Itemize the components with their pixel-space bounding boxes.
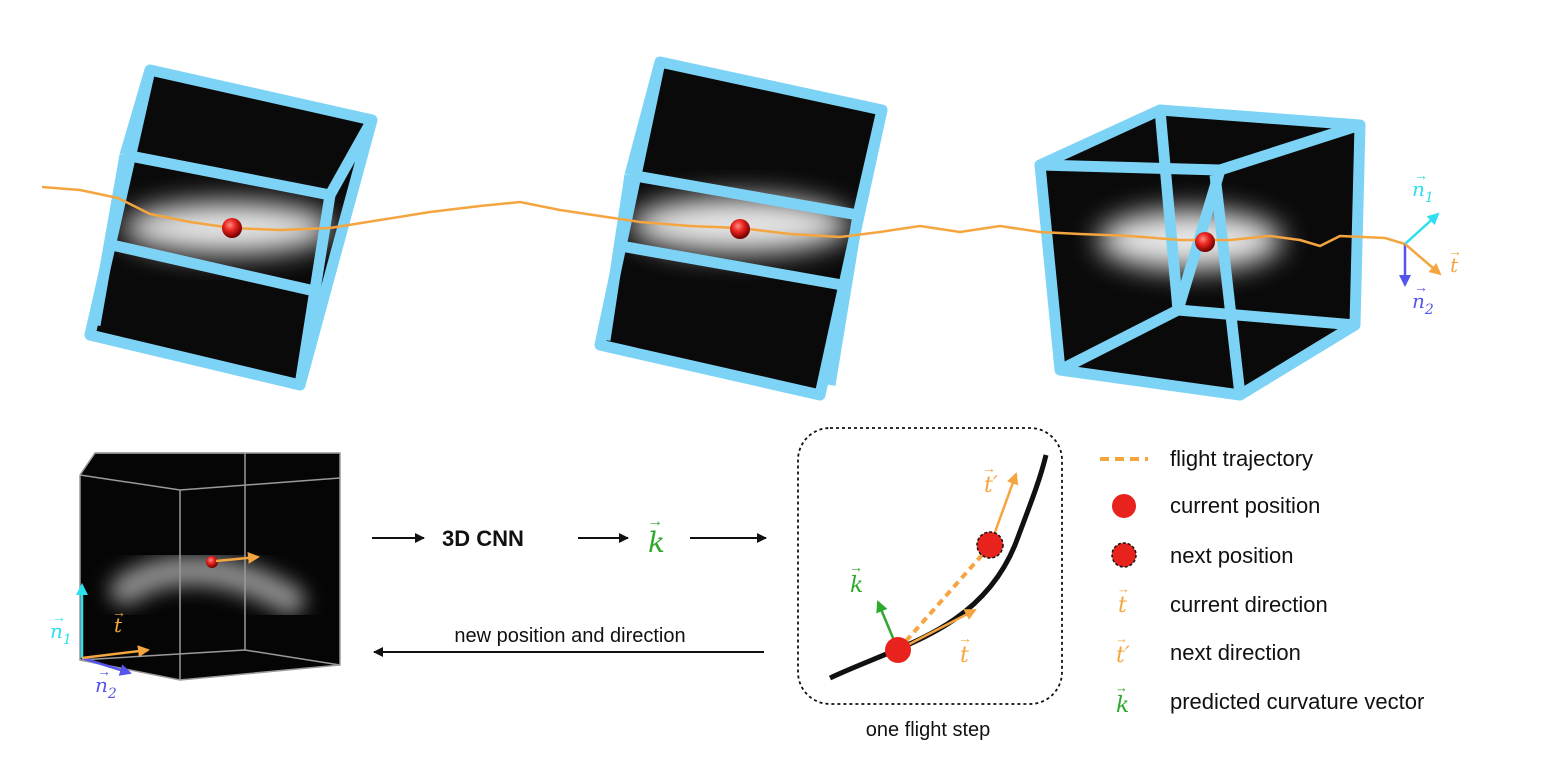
small-t-vec-mark: → [112,604,126,620]
top-row: n1 → n2 → t → [41,56,1462,401]
input-direction-arrow [215,551,260,564]
n2-vec-mark: → [1414,279,1428,295]
legend-label: predicted curvature vector [1170,689,1424,714]
pipeline-k-vec-mark: → [647,513,663,530]
pipeline-k-symbol: k [648,526,665,559]
legend-dot-symbol [1112,494,1136,518]
step-trajectory-dashed [896,544,992,652]
legend-item-next-direction: t′ → next direction [1115,631,1301,668]
small-n1-vec-mark: → [52,609,66,625]
n1-axis-arrow [1404,212,1440,245]
legend-t-symbol: t [1118,593,1127,618]
step-t-label: t [960,643,969,668]
legend-item-current-position: current position [1112,493,1320,518]
input-position-sphere [206,556,218,568]
legend-item-flight-trajectory: flight trajectory [1100,446,1313,471]
legend-t-prime-symbol: t′ [1116,643,1130,668]
cnn-label: 3D CNN [442,526,524,551]
legend: flight trajectory current position next … [1100,446,1424,718]
step-t-prime-label: t′ [984,473,998,498]
legend-item-curvature-vector: k → predicted curvature vector [1115,680,1424,718]
step-t-prime-vec-mark: → [982,460,996,476]
legend-t-vec-mark: → [1117,581,1130,596]
step-k-label: k [850,573,863,598]
small-n2-vec-mark: → [97,663,111,679]
input-volume-cube: n1 → n2 → t → [50,452,341,702]
legend-t-prime-vec-mark: → [1115,631,1128,646]
legend-dashed-dot-symbol [1111,542,1137,568]
legend-label: current direction [1170,592,1328,617]
volume-cube-3 [1034,104,1366,401]
small-t-label: t [114,613,123,637]
step-current-position [885,637,911,663]
step-current-direction-arrow [897,608,977,652]
flight-trajectory-line [41,185,1406,248]
legend-k-vec-mark: → [1115,680,1128,695]
position-sphere-2 [730,219,750,239]
t-vec-mark: → [1448,243,1462,259]
t-axis-arrow [1404,243,1442,276]
legend-label: next position [1170,543,1294,568]
true-curve [828,454,1049,681]
legend-k-symbol: k [1116,693,1129,718]
small-n2-arrow [81,656,132,676]
step-next-position [976,531,1004,559]
local-frame-axes: n1 → n2 → t → [1399,167,1462,318]
legend-item-current-direction: t → current direction [1117,581,1328,618]
step-t-vec-mark: → [958,630,972,646]
small-n2-label: n2 [95,673,117,702]
flight-step-panel: k → t → t′ → one flight step [797,427,1063,741]
small-n1-label: n1 [50,619,72,648]
n1-label: n1 [1412,177,1434,206]
pipeline-flow: 3D CNN k → new position and direction [372,513,767,657]
position-sphere-1 [222,218,242,238]
flight-step-caption: one flight step [866,719,991,741]
return-label: new position and direction [454,625,685,647]
n1-vec-mark: → [1414,167,1428,183]
n2-label: n2 [1412,289,1434,318]
legend-item-next-position: next position [1111,542,1294,568]
flight-step-box [797,427,1063,705]
legend-label: current position [1170,493,1320,518]
t-label: t [1450,253,1459,277]
step-k-vec-mark: → [849,559,863,575]
legend-label: next direction [1170,640,1301,665]
small-t-arrow [81,645,150,660]
legend-label: flight trajectory [1170,446,1313,471]
position-sphere-3 [1195,232,1215,252]
